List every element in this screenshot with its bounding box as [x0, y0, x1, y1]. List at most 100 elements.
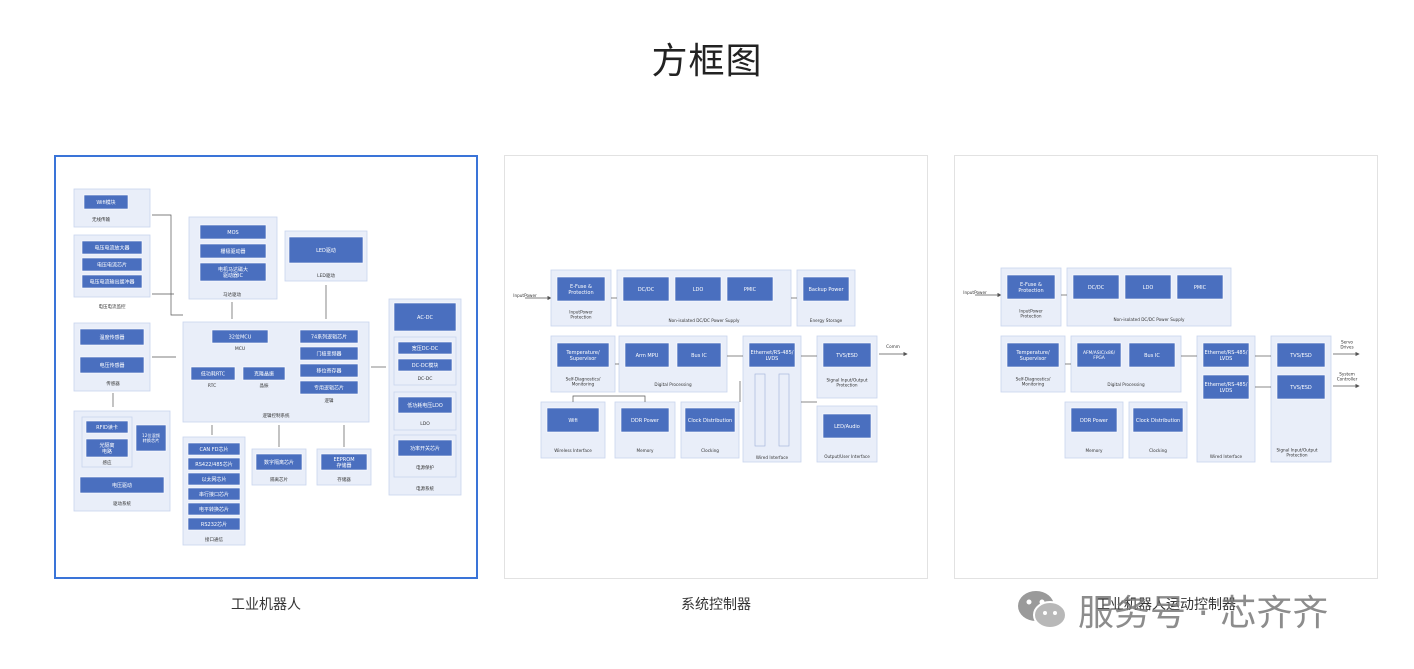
- bus-ic-box-label: Bus IC: [1144, 353, 1160, 359]
- led-audio-box-label: LED/Audio: [834, 424, 860, 430]
- noniso-label: Non-isolated DC/DC Power Supply: [668, 318, 740, 323]
- wifi-box: [546, 407, 600, 433]
- card-caption-system-controller[interactable]: 系统控制器: [681, 597, 751, 613]
- rfid-label: 感应: [103, 459, 112, 466]
- ddr-power-box: [1070, 407, 1118, 433]
- dcdc-label: DC-DC: [418, 376, 433, 382]
- pmic-box: [1176, 274, 1224, 300]
- ethernet-box-2-label: Ethernet/RS-485/LVDS: [1205, 382, 1248, 394]
- temp-supervisor-box-label: Temperature/Supervisor: [565, 350, 600, 362]
- temp-supervisor-box: [556, 342, 610, 368]
- interface-4: [187, 487, 241, 501]
- wired-label: Wired Interface: [756, 455, 789, 460]
- ethernet-box-2: [1202, 374, 1250, 400]
- efuse-box: [556, 276, 606, 302]
- rtc-label: RTC: [208, 383, 216, 389]
- wired-label: Wired Interface: [1210, 454, 1243, 459]
- arm-mpu-box-label: Arm MPU: [636, 353, 659, 359]
- digital-isolator: [255, 453, 303, 471]
- pmic-box-label: PMIC: [744, 287, 757, 293]
- backup-power-box-label: Backup Power: [808, 287, 844, 293]
- mixer-converter-label: 12位混频转换芯片: [142, 432, 161, 444]
- dcdc-module-label: DC-DC模块: [412, 362, 439, 369]
- arm-mpu-box: [624, 342, 670, 368]
- interface-1-label: CAN FD芯片: [200, 446, 229, 453]
- mcu-label: MCU: [235, 346, 245, 352]
- interface-3: [187, 472, 241, 486]
- power-switch: [397, 439, 453, 457]
- isolator-label: 隔离芯片: [270, 476, 288, 483]
- pmic-box: [726, 276, 774, 302]
- interface-2: [187, 457, 241, 471]
- sense-label: 电压电流监控: [99, 303, 126, 310]
- temp-sensor-label: 温度传感器: [99, 334, 124, 341]
- dcdc-box: [622, 276, 670, 302]
- output-ui-label: Output/User Interface: [824, 454, 870, 459]
- conn-digital-mem: [572, 395, 646, 402]
- eeprom-label: 存储器: [337, 476, 351, 483]
- eeprom-box: [320, 453, 368, 471]
- ddr-power-box: [620, 407, 670, 433]
- temp-supervisor-box: [1006, 342, 1060, 368]
- clock-dist-box: [684, 407, 736, 433]
- opto-isolator: [85, 438, 129, 458]
- clock-dist-box: [1132, 407, 1184, 433]
- interface-6-label: RS232芯片: [201, 521, 227, 528]
- gate-driver: [199, 243, 267, 259]
- bus-ic-box: [1128, 342, 1176, 368]
- comm-label: Comm: [886, 344, 900, 349]
- ddr-power-box-label: DDR Power: [1080, 418, 1109, 424]
- noniso-label: Non-isolated DC/DC Power Supply: [1113, 317, 1185, 322]
- digital-label: Digital Processing: [654, 382, 692, 387]
- logic-74: [299, 329, 359, 344]
- memory-label: Memory: [636, 448, 654, 453]
- card-caption-motion-controller[interactable]: 工业机器人运动控制器: [1096, 597, 1236, 613]
- interface-4-label: 串行接口芯片: [199, 491, 229, 498]
- page-title: 方框图: [651, 41, 763, 82]
- selfdiag-label: Self-Diagnostics/Monitoring: [566, 376, 601, 386]
- interface-5-label: 电平转换芯片: [199, 506, 229, 513]
- interface-1: [187, 442, 241, 456]
- watermark: 服务号 · 芯齐齐: [1014, 584, 1328, 636]
- logic-gate-label: 门极变频器: [316, 350, 341, 357]
- tvs-box-label: TVS/ESD: [835, 353, 858, 359]
- ldo-box: [397, 396, 453, 414]
- wired-lane-1: [754, 373, 766, 447]
- ldo-box-label: 低功耗电压LDO: [407, 402, 443, 409]
- dcdc-box: [1072, 274, 1120, 300]
- card-caption-industrial-robot[interactable]: 工业机器人: [231, 597, 301, 613]
- logic-label: 逻辑: [325, 397, 334, 404]
- fpga-box: [1076, 342, 1122, 368]
- conn-wireless: [152, 214, 183, 316]
- mos-box-label: MOS: [227, 230, 238, 236]
- efuse-box-label: E-Fuse &Protection: [1018, 282, 1043, 294]
- power-system-label: 电源系统: [416, 485, 434, 492]
- wifi-module-label: Wifi模块: [96, 199, 115, 206]
- tvs-box: [822, 342, 872, 368]
- led-audio-box: [822, 413, 872, 439]
- bus-ic-box: [676, 342, 722, 368]
- interface-5: [187, 502, 241, 516]
- logic-special-label: 专用逻辑芯片: [314, 384, 344, 391]
- watermark-text: 服务号 · 芯齐齐: [1078, 593, 1329, 634]
- shift-register: [299, 363, 359, 378]
- led-driver: [288, 236, 364, 264]
- temp-supervisor-box-label: Temperature/Supervisor: [1015, 350, 1050, 362]
- dcdc-wide: [397, 341, 453, 355]
- selfdiag-label: Self-Diagnostics/Monitoring: [1016, 376, 1051, 386]
- wifi-box-label: Wifi: [568, 418, 577, 424]
- power-switch-label: 功率开关芯片: [410, 445, 440, 452]
- clock-dist-box-label: Clock Distribution: [688, 418, 732, 424]
- led-drive-label: LED驱动: [317, 272, 335, 279]
- wired-lane-2: [778, 373, 790, 447]
- rtc-box-label: 低功耗RTC: [201, 370, 226, 377]
